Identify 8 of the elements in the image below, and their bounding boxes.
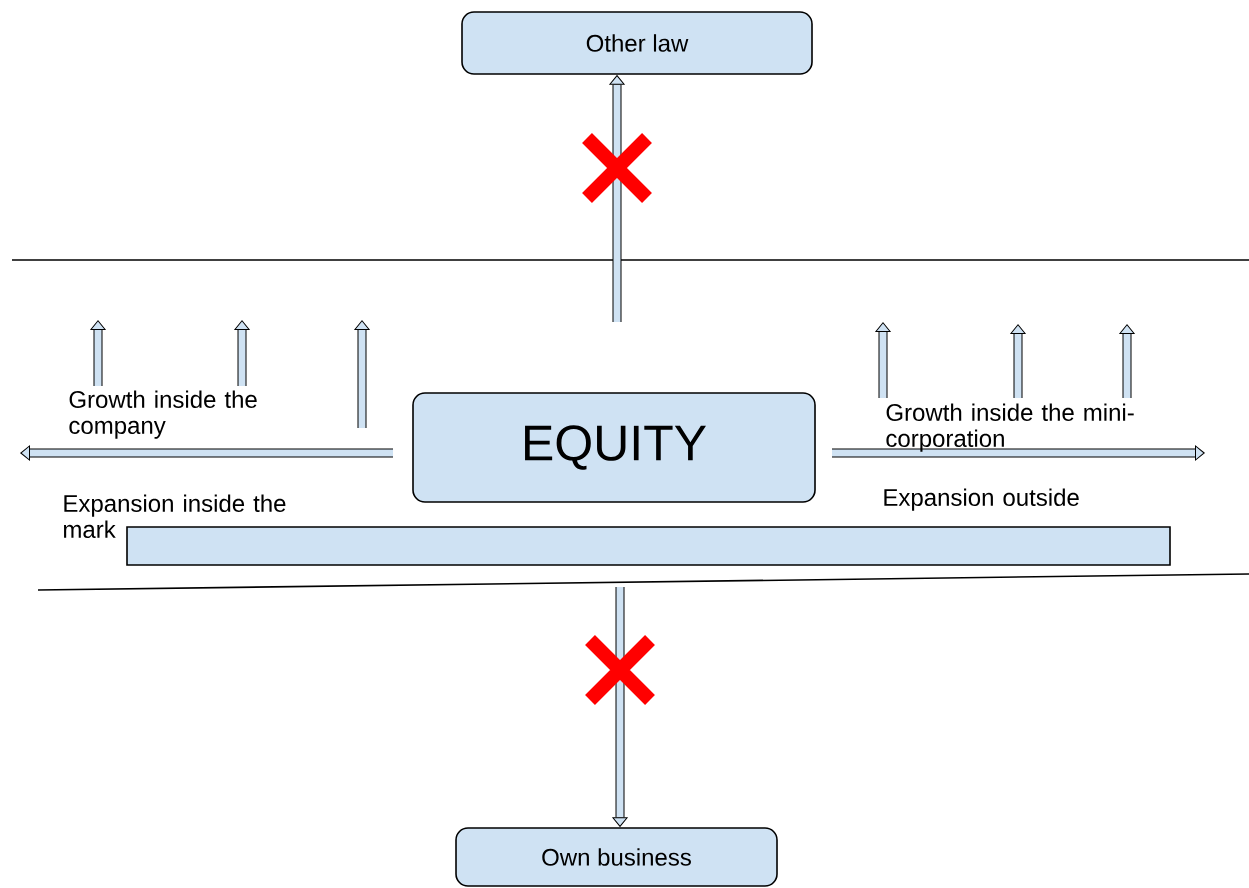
text-label: Expansion inside the mark (64, 494, 286, 538)
text-box: EQUITY (412, 392, 816, 503)
bar (126, 526, 1171, 566)
text-box: Own business (455, 827, 778, 887)
text-label: Growth inside the company (69, 390, 257, 439)
text-label: Expansion outside (884, 488, 1079, 511)
text-box: Other law (461, 11, 813, 75)
text-label: Growth inside the mini-corporation (886, 403, 1134, 452)
